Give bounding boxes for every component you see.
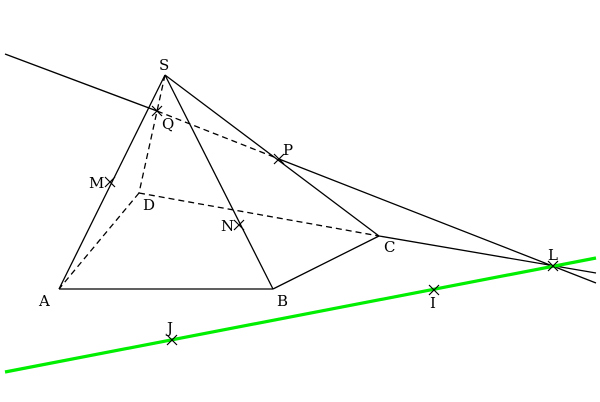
label-B: B bbox=[277, 292, 288, 310]
label-L: L bbox=[548, 246, 558, 264]
edge-SD bbox=[138, 74, 166, 194]
edge-SB bbox=[164, 74, 274, 290]
marker-P bbox=[273, 153, 285, 165]
edge-DC bbox=[138, 192, 380, 237]
edge-BC bbox=[272, 235, 380, 290]
marker-J bbox=[166, 334, 178, 346]
marker-N bbox=[233, 219, 245, 231]
label-M: M bbox=[89, 174, 104, 192]
label-C: C bbox=[384, 238, 395, 256]
label-P: P bbox=[283, 141, 293, 159]
edge-SC bbox=[164, 74, 380, 237]
line-PL bbox=[278, 158, 597, 284]
line-QP-left bbox=[4, 53, 158, 112]
label-N: N bbox=[221, 217, 234, 235]
line-IJ bbox=[4, 256, 597, 374]
segment-QP bbox=[156, 110, 280, 160]
label-I: I bbox=[430, 294, 436, 312]
cross-markers bbox=[104, 105, 559, 346]
label-D: D bbox=[143, 196, 155, 214]
edge-SA bbox=[58, 74, 166, 290]
label-J: J bbox=[165, 319, 173, 337]
marker-M bbox=[104, 176, 116, 188]
marker-I bbox=[428, 284, 440, 296]
marker-Q bbox=[151, 105, 163, 117]
marker-L bbox=[547, 260, 559, 272]
label-Q: Q bbox=[162, 115, 174, 133]
label-S: S bbox=[159, 56, 169, 74]
line-CL bbox=[378, 235, 597, 274]
label-A: A bbox=[38, 292, 50, 310]
edge-DA bbox=[58, 192, 140, 290]
